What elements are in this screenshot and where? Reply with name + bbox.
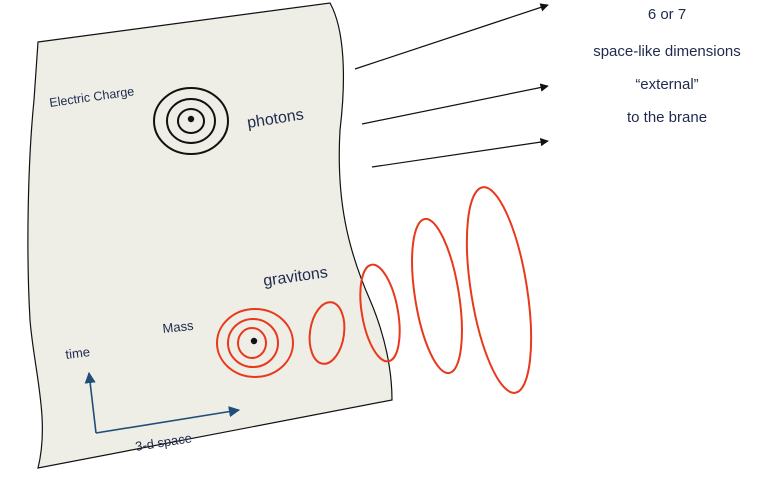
- charge-dot: [187, 115, 195, 123]
- photon-ring-inner: [177, 108, 205, 134]
- graviton-wave-2: [359, 263, 401, 363]
- photon-ring-outer: [153, 87, 229, 155]
- graviton-waves: [308, 186, 533, 394]
- brane-sheet: [27, 2, 393, 469]
- mass-ring-inner: [237, 327, 267, 359]
- dimension-arrow-1: [354, 3, 549, 70]
- dimensions-line-1: 6 or 7: [648, 6, 686, 23]
- graviton-wave-4: [465, 186, 533, 394]
- dimensions-line-4: to the brane: [627, 109, 707, 126]
- photon-ring-middle: [166, 98, 216, 144]
- mass-dot: [250, 337, 258, 345]
- dimension-arrow-3: [371, 137, 549, 168]
- mass-ring-middle: [227, 318, 279, 368]
- time-label: time: [65, 344, 91, 362]
- graviton-wave-3: [411, 217, 463, 375]
- mass-ring-outer: [216, 308, 294, 378]
- dimensions-line-2: space-like dimensions: [593, 43, 741, 60]
- mass-label: Mass: [162, 318, 195, 336]
- photon-field: [153, 87, 229, 155]
- dimension-arrow-2: [361, 83, 549, 125]
- dimensions-line-3: “external”: [635, 76, 698, 93]
- mass-field: [216, 308, 294, 378]
- time-axis-arrow: [84, 371, 97, 434]
- space-axis-arrow: [95, 406, 241, 434]
- graviton-wave-1: [308, 301, 346, 365]
